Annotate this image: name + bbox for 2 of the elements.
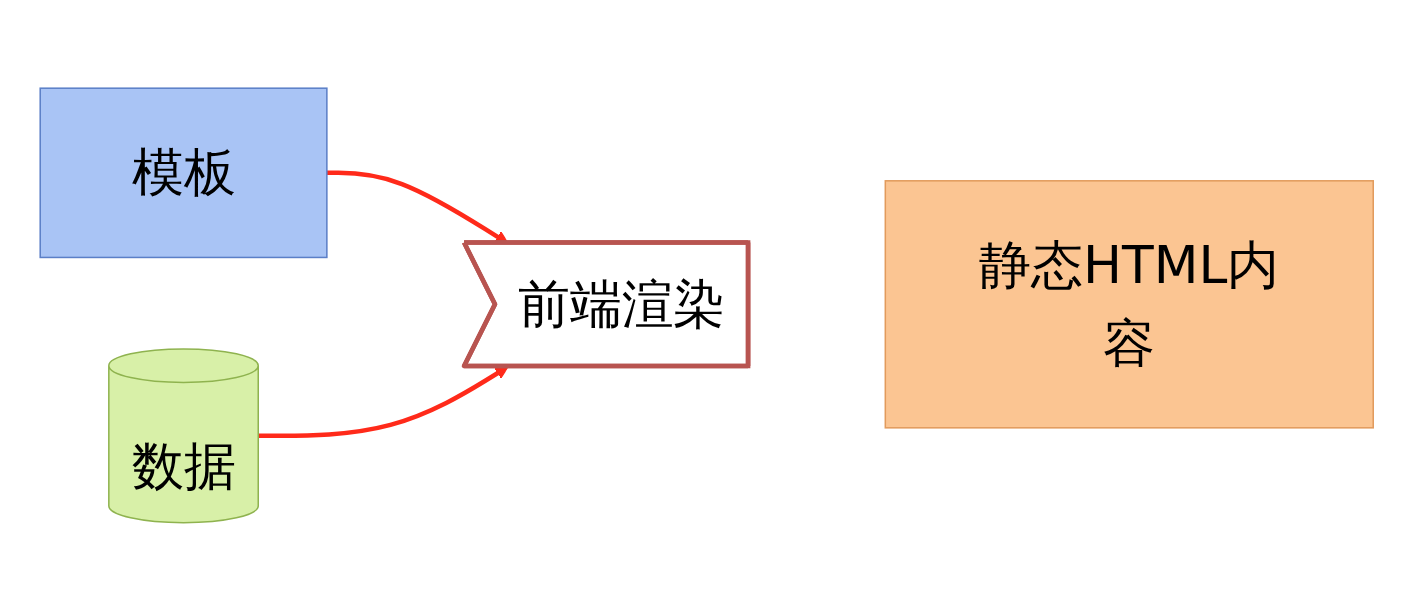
node-box: 静态HTML内容	[884, 179, 1375, 429]
node-box: 模板	[39, 86, 328, 258]
